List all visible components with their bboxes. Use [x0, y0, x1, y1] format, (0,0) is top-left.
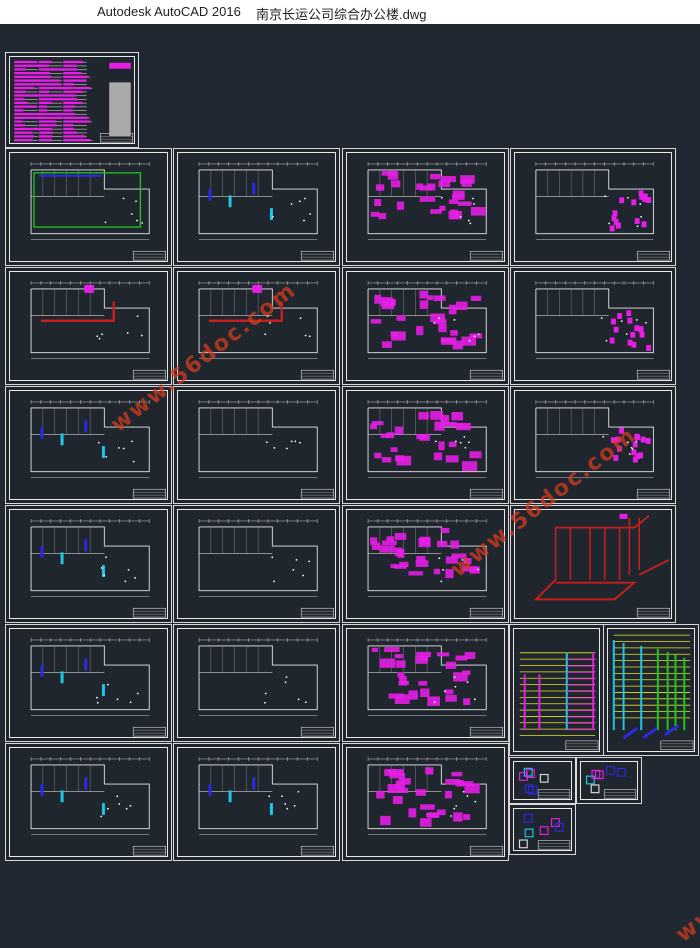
title-block — [301, 727, 333, 736]
document-title: 南京长运公司综合办公楼.dwg — [256, 4, 426, 23]
sheet-drawing — [6, 506, 171, 622]
title-block — [133, 608, 165, 617]
drawing-sheet[interactable] — [509, 804, 576, 855]
drawing-sheet[interactable] — [342, 743, 509, 861]
sheet-drawing — [6, 744, 171, 860]
title-block — [566, 741, 598, 750]
title-block — [538, 841, 570, 850]
sheet-drawing — [6, 268, 171, 384]
sheet-drawing — [510, 625, 603, 755]
title-block — [133, 727, 165, 736]
sheet-drawing — [511, 268, 675, 384]
drawing-sheet[interactable] — [603, 624, 699, 756]
sheet-drawing — [6, 149, 171, 265]
sheet-drawing — [511, 387, 675, 503]
drawing-sheet[interactable] — [5, 624, 172, 742]
title-block — [470, 370, 502, 379]
sheet-drawing — [343, 625, 508, 741]
sheet-drawing — [343, 744, 508, 860]
sheet-drawing — [174, 625, 339, 741]
drawing-sheet[interactable] — [342, 267, 509, 385]
sheet-drawing — [510, 805, 575, 854]
sheet-drawing — [6, 53, 138, 147]
sheet-drawing — [343, 387, 508, 503]
title-block — [661, 741, 693, 750]
title-block — [637, 370, 669, 379]
sheet-drawing — [511, 149, 675, 265]
drawing-sheet[interactable] — [342, 624, 509, 742]
drawing-sheet[interactable] — [173, 505, 340, 623]
title-block — [470, 489, 502, 498]
title-block — [301, 608, 333, 617]
title-block — [470, 727, 502, 736]
drawing-sheet[interactable] — [342, 148, 509, 266]
title-block — [604, 790, 636, 799]
drawing-sheet[interactable] — [509, 757, 576, 804]
title-block — [133, 251, 165, 260]
sheet-drawing — [174, 387, 339, 503]
sheet-drawing — [343, 149, 508, 265]
drawing-sheet[interactable] — [173, 624, 340, 742]
drawing-sheet[interactable] — [510, 148, 676, 266]
title-block — [470, 608, 502, 617]
sheet-drawing — [604, 625, 698, 755]
title-block — [470, 251, 502, 260]
title-block — [470, 846, 502, 855]
title-block — [301, 489, 333, 498]
drawing-sheet[interactable] — [173, 148, 340, 266]
title-block — [301, 370, 333, 379]
sheet-drawing — [510, 758, 575, 803]
sheet-drawing — [6, 625, 171, 741]
title-block — [301, 846, 333, 855]
title-block — [301, 251, 333, 260]
app-title: Autodesk AutoCAD 2016 — [97, 4, 241, 19]
drawing-sheet[interactable] — [509, 624, 604, 756]
sheet-drawing — [174, 744, 339, 860]
drawing-sheet[interactable] — [173, 743, 340, 861]
title-block — [637, 489, 669, 498]
sheet-drawing — [174, 149, 339, 265]
drawing-sheet[interactable] — [510, 267, 676, 385]
title-block — [538, 790, 570, 799]
title-block — [637, 251, 669, 260]
title-block — [637, 608, 669, 617]
drawing-sheet[interactable] — [576, 757, 642, 804]
drawing-sheet[interactable] — [5, 505, 172, 623]
title-bar: Autodesk AutoCAD 2016 南京长运公司综合办公楼.dwg — [0, 0, 700, 24]
title-block — [133, 489, 165, 498]
sheet-drawing — [174, 506, 339, 622]
drawing-sheet[interactable] — [5, 148, 172, 266]
drawing-sheet[interactable] — [173, 386, 340, 504]
drawing-sheet[interactable] — [5, 52, 139, 148]
sheet-drawing — [343, 268, 508, 384]
title-block — [133, 846, 165, 855]
drawing-sheet[interactable] — [5, 267, 172, 385]
drawing-sheet[interactable] — [5, 743, 172, 861]
drawing-sheet[interactable] — [342, 386, 509, 504]
sheet-drawing — [577, 758, 641, 803]
drawing-sheet[interactable] — [510, 386, 676, 504]
